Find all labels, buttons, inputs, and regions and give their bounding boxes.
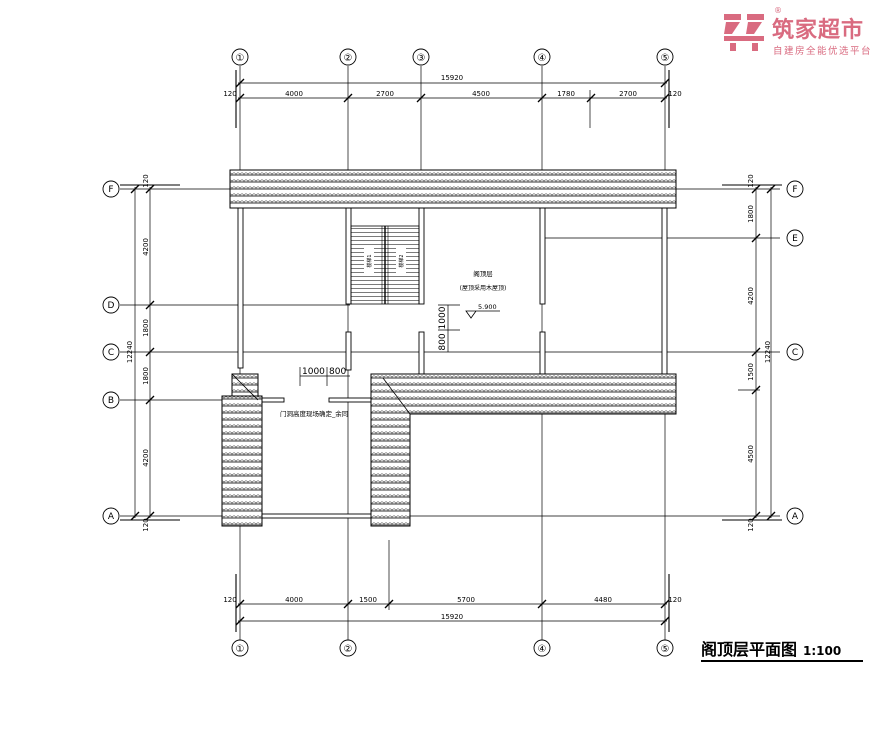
dim-top-4: 1780 <box>557 90 575 98</box>
axis-label-4-bottom: ④ <box>538 644 547 655</box>
dim-right-3: 1500 <box>747 363 755 381</box>
dim-right-2: 4200 <box>747 287 755 305</box>
brand-watermark: ® 筑家超市 自建房全能优选平台 <box>722 6 892 60</box>
title-underline <box>701 660 863 662</box>
dim-top-1: 4000 <box>285 90 303 98</box>
wall-axis-4-upper <box>539 207 546 305</box>
roof-tile-left-wing <box>221 373 263 527</box>
dim-bottom-3: 5700 <box>457 596 475 604</box>
top-dimensions <box>235 70 670 128</box>
axis-label-3-top: ③ <box>417 53 426 64</box>
axis-label-C-right: C <box>792 348 798 358</box>
dim-left-total: 12240 <box>126 341 134 363</box>
dim-interior-0: 1000 <box>302 367 325 377</box>
wall-axis-4-lower <box>539 331 546 377</box>
brand-name: 筑家超市 <box>772 18 865 43</box>
roof-tile-left-wing-inner <box>231 373 259 397</box>
dim-right-1: 1800 <box>747 205 755 223</box>
wall-axis-2-lower <box>345 331 352 371</box>
wall-axis-2-upper <box>345 207 352 305</box>
wall-b-right <box>328 397 372 403</box>
staircase: 楼梯1 楼梯2 <box>350 225 420 305</box>
axis-lines <box>120 66 780 640</box>
dim-interior-1: 800 <box>329 367 346 377</box>
dim-top-total: 15920 <box>441 74 463 82</box>
dim-top-3: 4500 <box>472 90 490 98</box>
axis-label-5-bottom: ⑤ <box>661 644 670 655</box>
brand-registered-mark: ® <box>774 6 782 15</box>
wall-a-bottom <box>257 513 373 519</box>
dim-left-0: 120 <box>142 174 150 187</box>
interior-dimensions <box>299 304 460 386</box>
dim-bottom-5: 120 <box>668 596 681 604</box>
dim-top-2: 2700 <box>376 90 394 98</box>
brand-logo-icon <box>724 14 764 51</box>
dim-bottom-4: 4480 <box>594 596 612 604</box>
dim-top-5: 2700 <box>619 90 637 98</box>
axis-label-1-bottom: ① <box>236 644 245 655</box>
brand-slogan: 自建房全能优选平台 <box>773 46 873 57</box>
dim-interior-3: 800 <box>438 333 448 350</box>
drawing-scale: 1:100 <box>803 644 842 658</box>
dim-bottom-total: 15920 <box>441 613 463 621</box>
wall-axis-5 <box>661 207 668 377</box>
axis-label-2-bottom: ② <box>344 644 353 655</box>
axis-label-F-right: F <box>792 185 797 195</box>
roof-tiles <box>221 169 677 527</box>
dim-right-total: 12240 <box>764 341 772 363</box>
axis-label-C-left: C <box>108 348 114 358</box>
left-dimensions <box>120 184 180 521</box>
bottom-dimensions <box>235 540 670 632</box>
axis-label-5-top: ⑤ <box>661 53 670 64</box>
dim-bottom-2: 1500 <box>359 596 377 604</box>
axis-label-B-left: B <box>108 396 114 406</box>
walls <box>237 207 668 519</box>
dim-top-6: 120 <box>668 90 681 98</box>
dim-right-4: 4500 <box>747 445 755 463</box>
dim-top-0: 120 <box>223 90 236 98</box>
dim-left-3: 1800 <box>142 367 150 385</box>
elevation-value: 5.900 <box>478 303 497 311</box>
wall-axis-1-upper <box>237 207 244 369</box>
dim-right-0: 120 <box>747 174 755 187</box>
door-note: 门洞高度现场确定_余同 <box>280 409 348 418</box>
axis-bubbles <box>102 48 804 657</box>
right-dimensions <box>722 184 782 521</box>
axis-label-2-top: ② <box>344 53 353 64</box>
dim-left-5: 120 <box>142 518 150 531</box>
axis-label-A-left: A <box>108 512 115 522</box>
dim-interior-2: 1000 <box>438 306 448 329</box>
axis-label-1-top: ① <box>236 53 245 64</box>
axis-label-4-top: ④ <box>538 53 547 64</box>
elevation-marker <box>465 310 500 319</box>
room-note: (屋顶采用木屋顶) <box>460 284 507 292</box>
dim-left-2: 1800 <box>142 319 150 337</box>
dim-left-4: 4200 <box>142 449 150 467</box>
stair-label-1: 楼梯1 <box>366 254 373 267</box>
wall-b-left <box>259 397 285 403</box>
drawing-title: 阁顶层平面图 1:100 <box>701 636 841 660</box>
dim-bottom-1: 4000 <box>285 596 303 604</box>
stair-label-2: 楼梯2 <box>398 254 405 267</box>
axis-label-F-left: F <box>108 185 113 195</box>
dim-right-5: 120 <box>747 518 755 531</box>
roof-tile-middle-wing <box>370 373 677 527</box>
axis-label-E-right: E <box>792 234 798 244</box>
room-label: 阁顶层 <box>473 269 493 278</box>
roof-tile-top <box>229 169 677 209</box>
axis-label-A-right: A <box>792 512 799 522</box>
wall-axis-3-upper <box>418 207 425 305</box>
dim-left-1: 4200 <box>142 238 150 256</box>
axis-label-D-left: D <box>108 301 115 311</box>
dim-bottom-0: 120 <box>223 596 236 604</box>
drawing-title-text: 阁顶层平面图 <box>701 640 798 659</box>
